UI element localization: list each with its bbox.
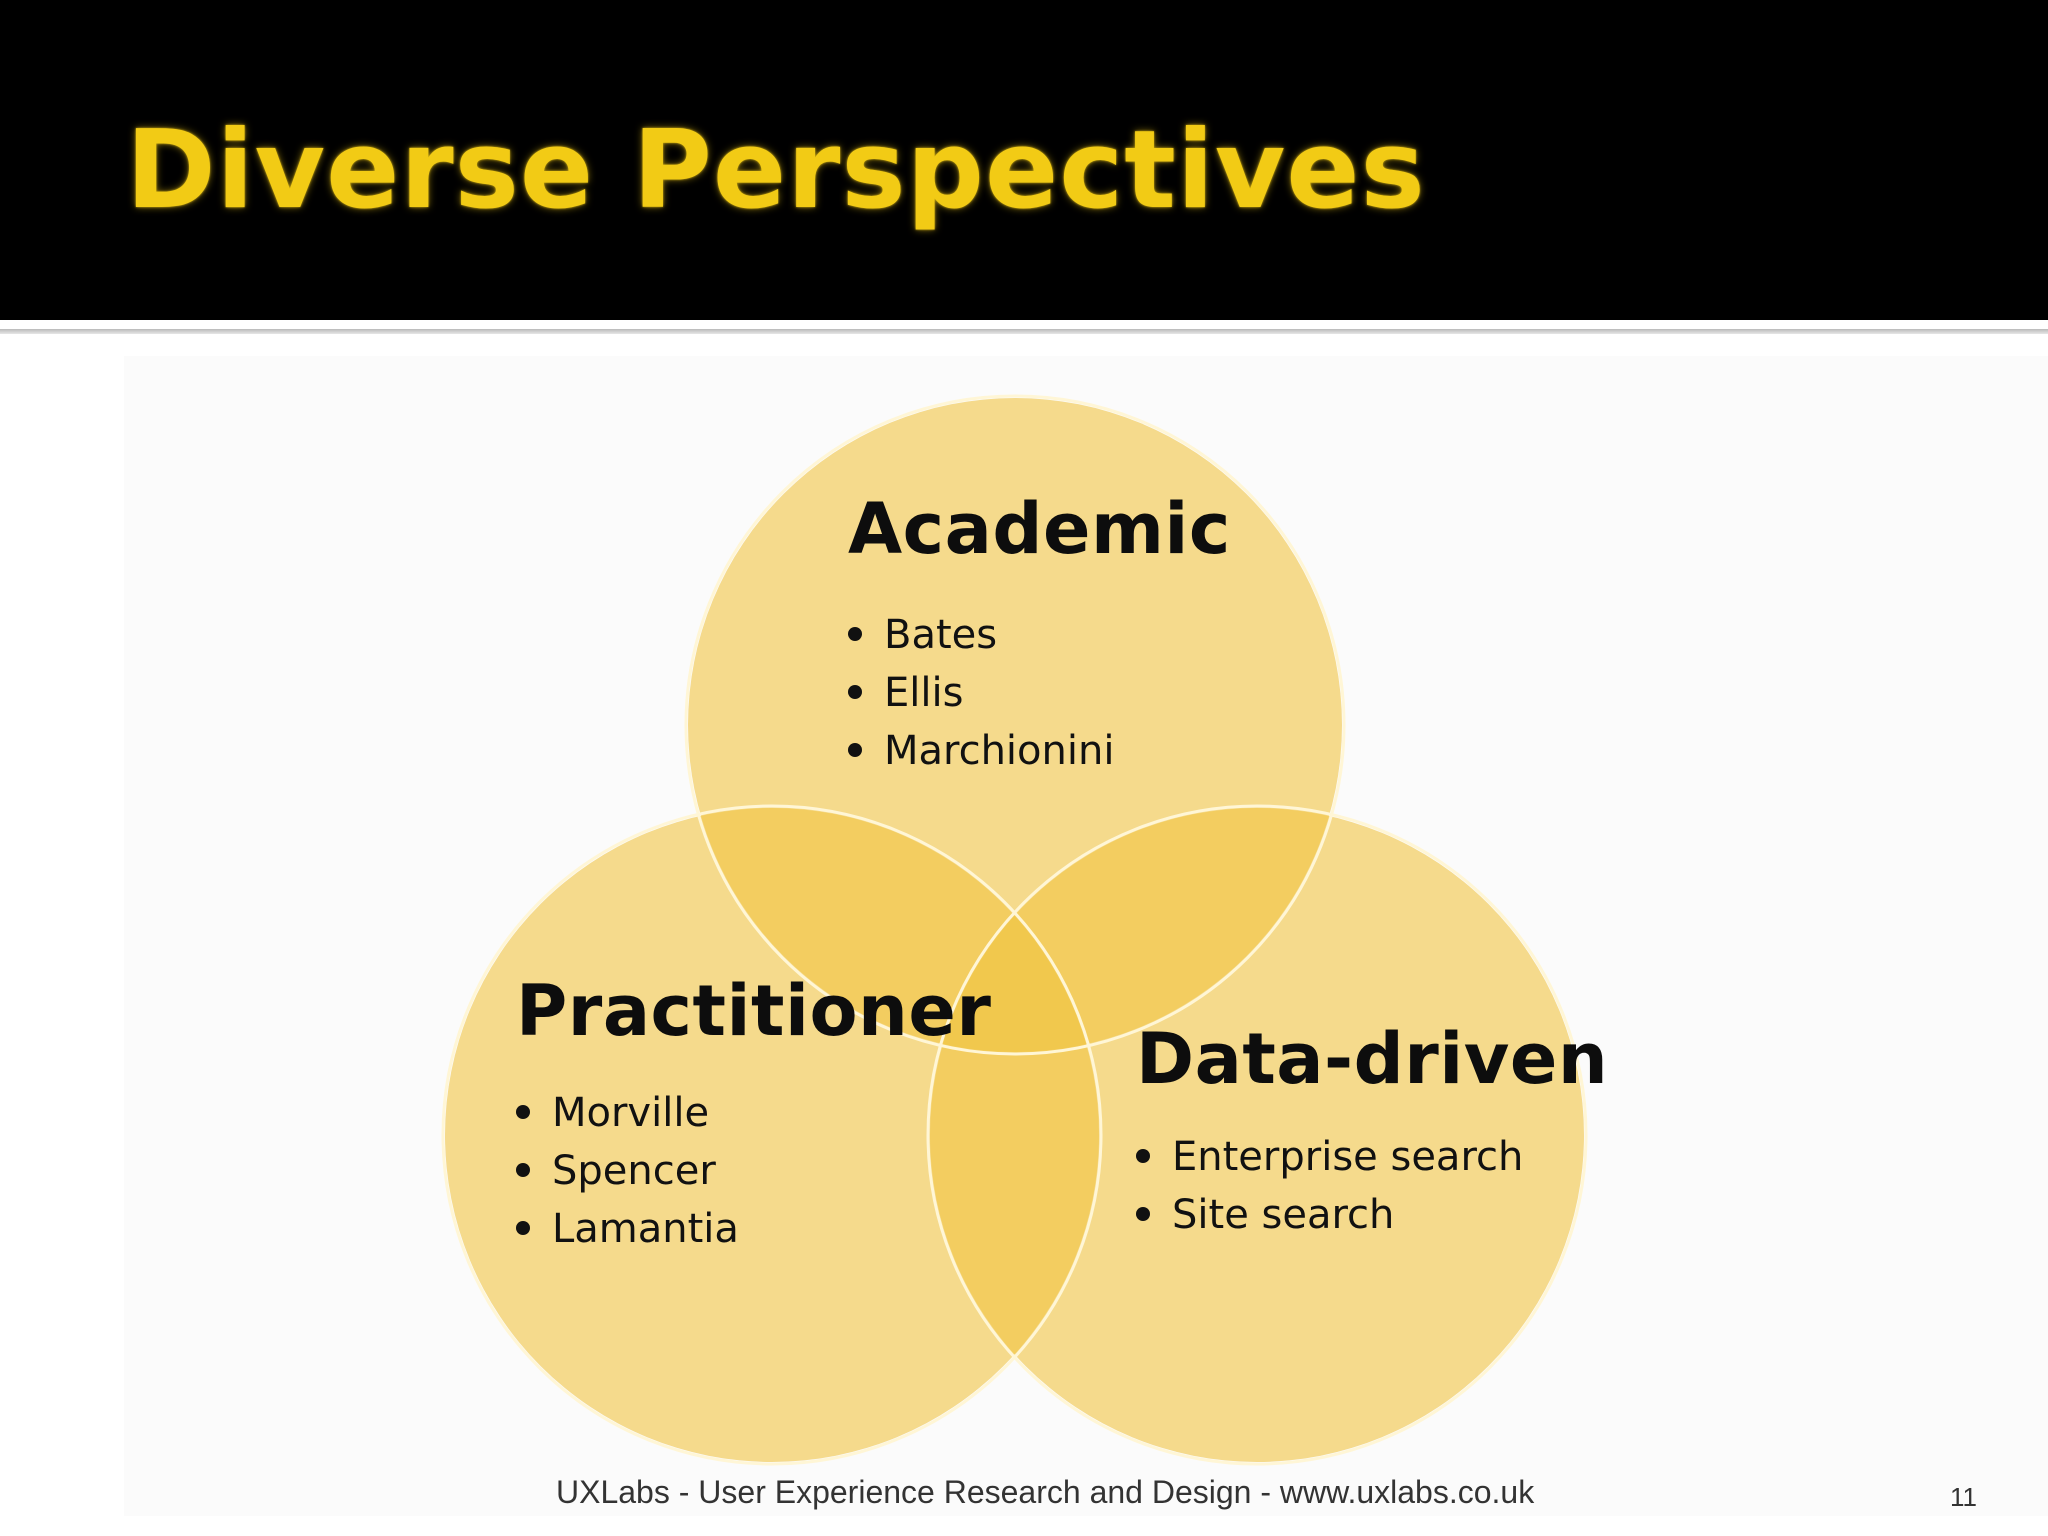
venn-outline-data-driven	[926, 804, 1588, 1466]
slide-title: Diverse Perspectives	[126, 108, 1426, 233]
list-item: Spencer	[516, 1142, 739, 1200]
practitioner-heading: Practitioner	[516, 970, 992, 1052]
practitioner-list: Morville Spencer Lamantia	[516, 1084, 739, 1258]
bullet-icon	[848, 627, 862, 641]
bullet-icon	[516, 1221, 530, 1235]
page-number: 11	[1950, 1482, 1977, 1512]
slide-footer: UXLabs - User Experience Research and De…	[556, 1474, 1535, 1510]
title-divider	[0, 329, 2048, 334]
list-item: Lamantia	[516, 1200, 739, 1258]
list-item: Marchionini	[848, 722, 1114, 780]
data-driven-heading: Data-driven	[1136, 1018, 1609, 1100]
academic-heading: Academic	[848, 488, 1231, 570]
bullet-icon	[848, 685, 862, 699]
bullet-icon	[516, 1105, 530, 1119]
venn-outline-academic	[684, 394, 1346, 1056]
list-item: Site search	[1136, 1186, 1523, 1244]
bullet-icon	[1136, 1149, 1150, 1163]
bullet-icon	[516, 1163, 530, 1177]
data-driven-list: Enterprise search Site search	[1136, 1128, 1523, 1244]
venn-outline-practitioner	[441, 804, 1103, 1466]
list-item: Bates	[848, 606, 1114, 664]
list-item: Ellis	[848, 664, 1114, 722]
list-item: Enterprise search	[1136, 1128, 1523, 1186]
list-item: Morville	[516, 1084, 739, 1142]
venn-circle-data-driven	[930, 808, 1584, 1462]
title-bar: Diverse Perspectives	[0, 0, 2048, 320]
bullet-icon	[1136, 1207, 1150, 1221]
academic-list: Bates Ellis Marchionini	[848, 606, 1114, 780]
venn-circle-practitioner	[445, 808, 1099, 1462]
bullet-icon	[848, 743, 862, 757]
